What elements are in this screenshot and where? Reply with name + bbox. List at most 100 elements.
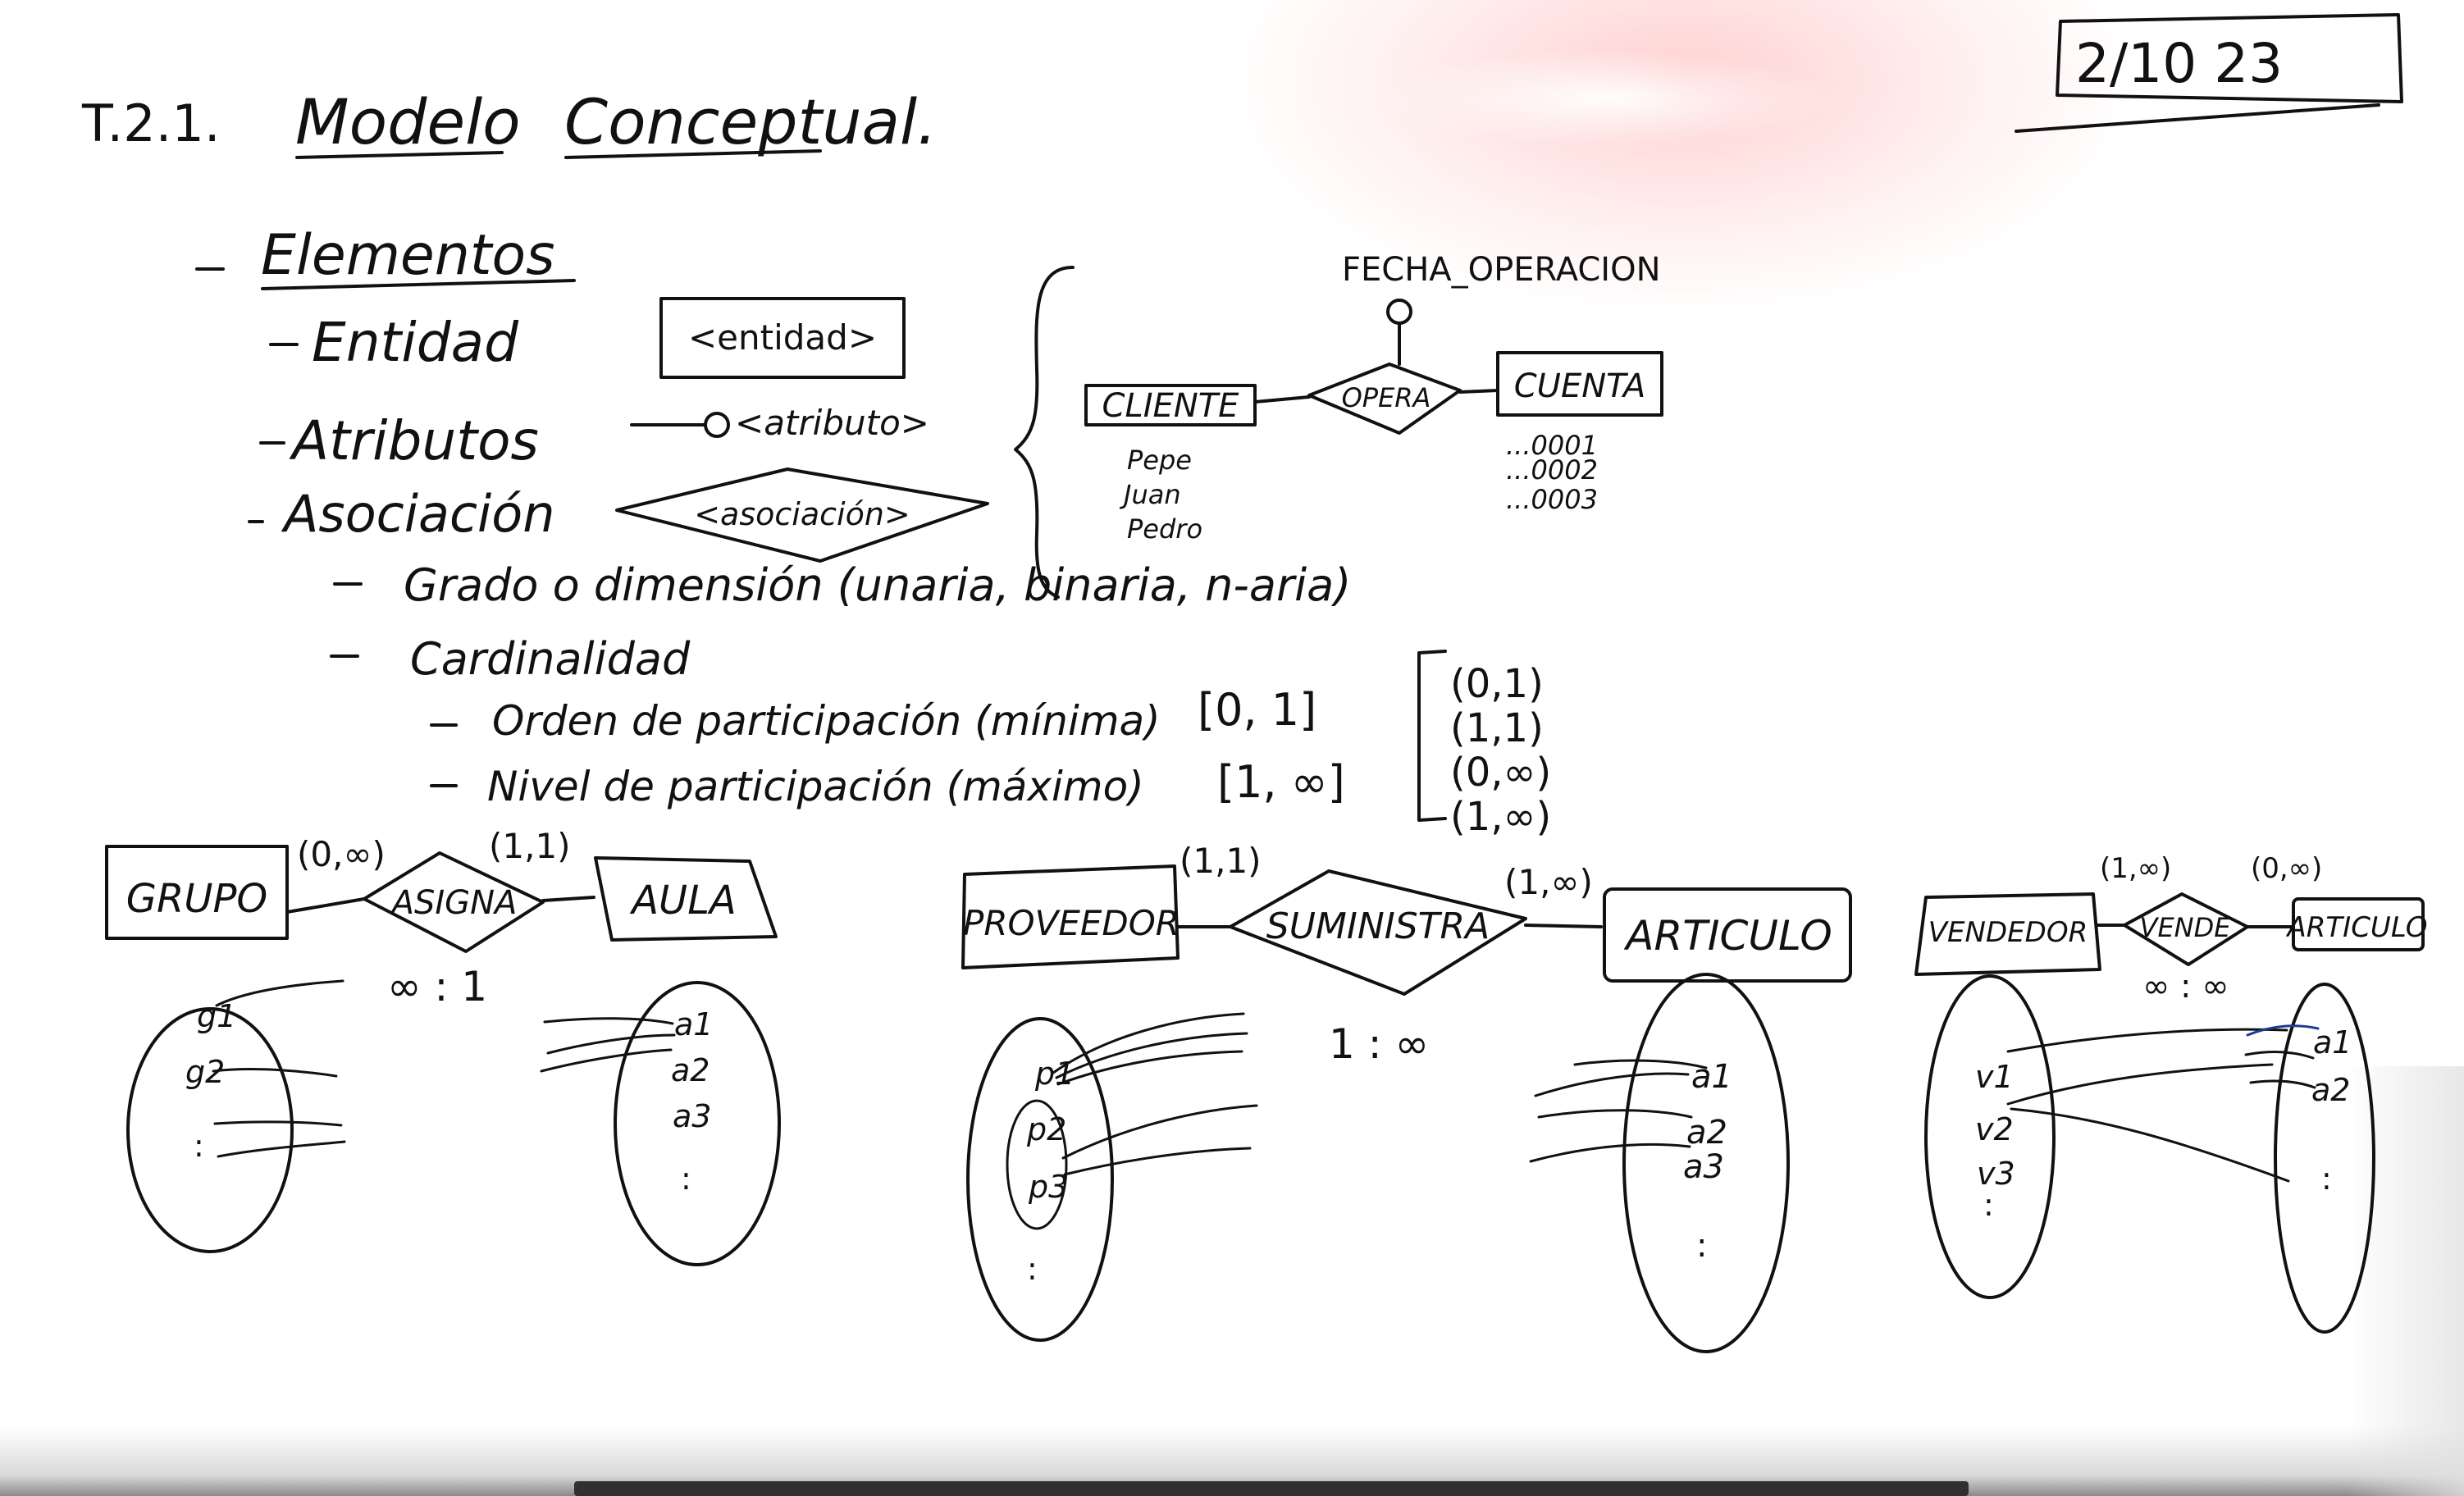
articulo-instance: a1 (1691, 1058, 1732, 1096)
nivel-line: Nivel de participación (máximo) (487, 763, 1144, 810)
articulo-entity-label: ARTICULO (1623, 912, 1832, 960)
grupo-instance: g1 (197, 998, 236, 1034)
vende-card-left: (1,∞) (2100, 852, 2171, 885)
vende-articulo-instance: : (2321, 1161, 2332, 1197)
aula-set-ellipse (614, 981, 781, 1266)
suministra-diamond (1229, 869, 1527, 996)
aula-instance: a2 (671, 1052, 710, 1088)
date-underline (2015, 103, 2380, 133)
association-diamond (615, 468, 989, 563)
proveedor-entity-box (961, 864, 1180, 969)
cardinalidad-label: Cardinalidad (410, 633, 691, 685)
grupo-instance: g2 (185, 1054, 225, 1090)
mapping-line (543, 1017, 674, 1025)
mapping-line (1052, 1012, 1245, 1074)
title-conceptual: Conceptual. (564, 85, 937, 158)
opera-label: OPERA (1342, 382, 1431, 413)
entidad-label: Entidad (312, 311, 519, 374)
proveedor-entity-label: PROVEEDOR (963, 903, 1180, 943)
grupo-instance: : (194, 1128, 204, 1164)
fecha-operacion-attribute: FECHA_OPERACION (1342, 251, 1661, 289)
attribute-circle (1386, 299, 1412, 325)
aula-entity-label: AULA (629, 878, 737, 924)
mapping-line (546, 1033, 676, 1055)
aula-instance: : (681, 1161, 691, 1197)
vende-label: VENDE (2140, 912, 2232, 943)
mapping-line (1537, 1109, 1693, 1119)
mapping-line (2010, 1107, 2290, 1183)
attribute-symbol-text: <atributo> (735, 403, 929, 443)
mapping-line (540, 1048, 673, 1073)
nivel-bracket: [1, ∞] (1217, 756, 1345, 808)
cuenta-entity-box (1496, 351, 1663, 417)
articulo-instance: : (1696, 1227, 1707, 1265)
vende-articulo-entity-label: ARTICULO (2286, 911, 2428, 944)
combination: (0,∞) (1450, 750, 1551, 796)
proveedor-subset-ellipse (1006, 1099, 1068, 1230)
mapping-line (1063, 1147, 1252, 1176)
suministra-ratio: 1 : ∞ (1329, 1020, 1429, 1068)
mapping-line (212, 1068, 338, 1078)
mapping-line (2246, 1024, 2320, 1037)
asociacion-label: Asociación (281, 484, 555, 544)
cliente-instance: Juan (1119, 479, 1181, 510)
cliente-entity-label: CLIENTE (1102, 387, 1240, 425)
date-box (2056, 13, 2403, 103)
orden-bracket: [0, 1] (1198, 684, 1316, 736)
vende-articulo-instance: a2 (2311, 1072, 2350, 1108)
connector-line (541, 896, 595, 902)
elementos-heading: Elementos (261, 223, 555, 288)
association-symbol-text: <asociación> (694, 496, 910, 532)
atributos-label: Atributos (289, 409, 539, 472)
vendedor-instance: v2 (1975, 1111, 2014, 1147)
mapping-line (1529, 1143, 1691, 1163)
entity-symbol-box (659, 297, 906, 379)
title-modelo: Modelo (295, 85, 521, 158)
mapping-line (1055, 1032, 1248, 1079)
connector-line (1458, 389, 1499, 394)
asigna-card-left: (0,∞) (297, 834, 386, 874)
grupo-entity-label: GRUPO (126, 876, 267, 922)
cliente-instance: Pepe (1127, 445, 1192, 476)
mapping-line (213, 1120, 343, 1127)
asigna-card-right: (1,1) (489, 826, 571, 866)
entity-symbol-text: <entidad> (688, 317, 877, 358)
mapping-line (2006, 1063, 2274, 1106)
asigna-label: ASIGNA (390, 884, 518, 922)
aula-instance: a3 (673, 1098, 711, 1134)
vende-card-right: (0,∞) (2251, 852, 2322, 885)
title-prefix: T.2.1. (81, 94, 221, 153)
suministra-card-right: (1,∞) (1504, 862, 1593, 902)
vendedor-set-ellipse (1924, 974, 2056, 1299)
date-text: 2/10 23 (2075, 32, 2283, 95)
articulo-instance: a3 (1683, 1148, 1724, 1186)
vende-ratio: ∞ : ∞ (2142, 968, 2229, 1006)
proveedor-instance: p1 (1034, 1056, 1075, 1092)
cliente-entity-box (1084, 384, 1257, 426)
grado-line: Grado o dimensión (unaria, binaria, n-ar… (404, 559, 1351, 611)
combination: (1,∞) (1450, 794, 1551, 840)
proveedor-instance: p2 (1026, 1111, 1066, 1147)
articulo-set-ellipse (1622, 973, 1790, 1353)
vendedor-entity-label: VENDEDOR (1928, 916, 2088, 949)
combination: (0,1) (1450, 661, 1544, 707)
connector-line (1253, 395, 1311, 404)
mapping-line (1056, 1050, 1243, 1086)
proveedor-instance: p3 (1028, 1169, 1068, 1205)
title-underline-1 (295, 151, 504, 159)
board-corner-shadow (2346, 1066, 2464, 1496)
aula-instance: a1 (674, 1006, 713, 1042)
vendedor-instance: : (1983, 1187, 1994, 1223)
attribute-circle (704, 412, 730, 438)
grouping-brace (1014, 266, 1075, 599)
light-glare-highlight (1378, 49, 1837, 148)
cuenta-entity-label: CUENTA (1514, 367, 1646, 405)
articulo-instance: a2 (1686, 1114, 1727, 1152)
grupo-set-ellipse (126, 1007, 294, 1253)
mapping-line (1061, 1104, 1258, 1160)
suministra-card-left: (1,1) (1180, 841, 1262, 881)
cliente-instance: Pedro (1127, 513, 1202, 545)
proveedor-instance: : (1027, 1251, 1038, 1287)
